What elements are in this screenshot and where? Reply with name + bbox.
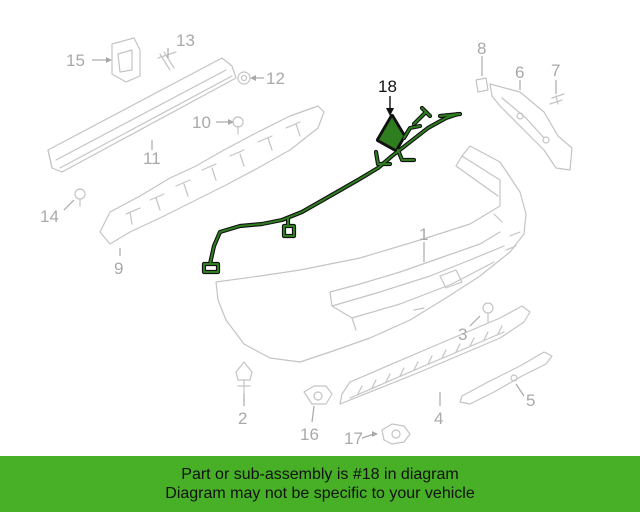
part-14-clip [74,188,86,207]
callout-4: 4 [434,409,443,428]
callout-12: 12 [266,69,285,88]
callout-8: 8 [477,39,486,58]
banner-line-1: Part or sub-assembly is #18 in diagram [181,466,459,483]
part-9-energy-absorber [99,105,325,245]
callout-7: 7 [551,61,560,80]
part-6-side-bracket [489,83,573,171]
part-7-screw [549,93,565,105]
callout-9: 9 [114,259,123,278]
part-16-sensor-bracket [303,385,333,405]
part-5-lower-bracket [459,351,553,405]
part-13-bolt [157,51,177,71]
callout-5: 5 [526,391,535,410]
callout-13: 13 [176,31,195,50]
part-1-bumper-cover [215,145,527,363]
callout-1: 1 [419,225,428,244]
part-17-sensor [381,423,411,445]
part-10-pin [232,116,244,135]
part-12-nut [237,71,251,85]
callout-3: 3 [458,325,467,344]
callout-6: 6 [515,63,524,82]
part-3-bolt [482,302,494,323]
part-2-retainer [235,361,253,395]
callout-18: 18 [378,77,397,96]
leader-lines [63,48,557,439]
callout-numbers: 18 1 2 3 4 5 6 7 8 9 10 11 12 13 14 15 1… [40,31,560,448]
callout-17: 17 [344,429,363,448]
callout-11: 11 [143,149,161,168]
callout-2: 2 [238,409,247,428]
part-8-clip [475,77,489,93]
part-15-bracket [111,37,141,83]
banner-line-2: Diagram may not be specific to your vehi… [165,485,475,502]
parts-diagram: 18 1 2 3 4 5 6 7 8 9 10 11 12 13 14 15 1… [40,31,573,448]
info-banner: Part or sub-assembly is #18 in diagram D… [0,456,640,512]
callout-14: 14 [40,207,59,226]
part-4-step-pad [339,305,531,405]
callout-15: 15 [66,51,85,70]
callout-16: 16 [300,425,319,444]
part-11-impact-bar [47,57,237,173]
callout-10: 10 [192,113,211,132]
part-18-wiring-harness[interactable] [201,105,463,275]
